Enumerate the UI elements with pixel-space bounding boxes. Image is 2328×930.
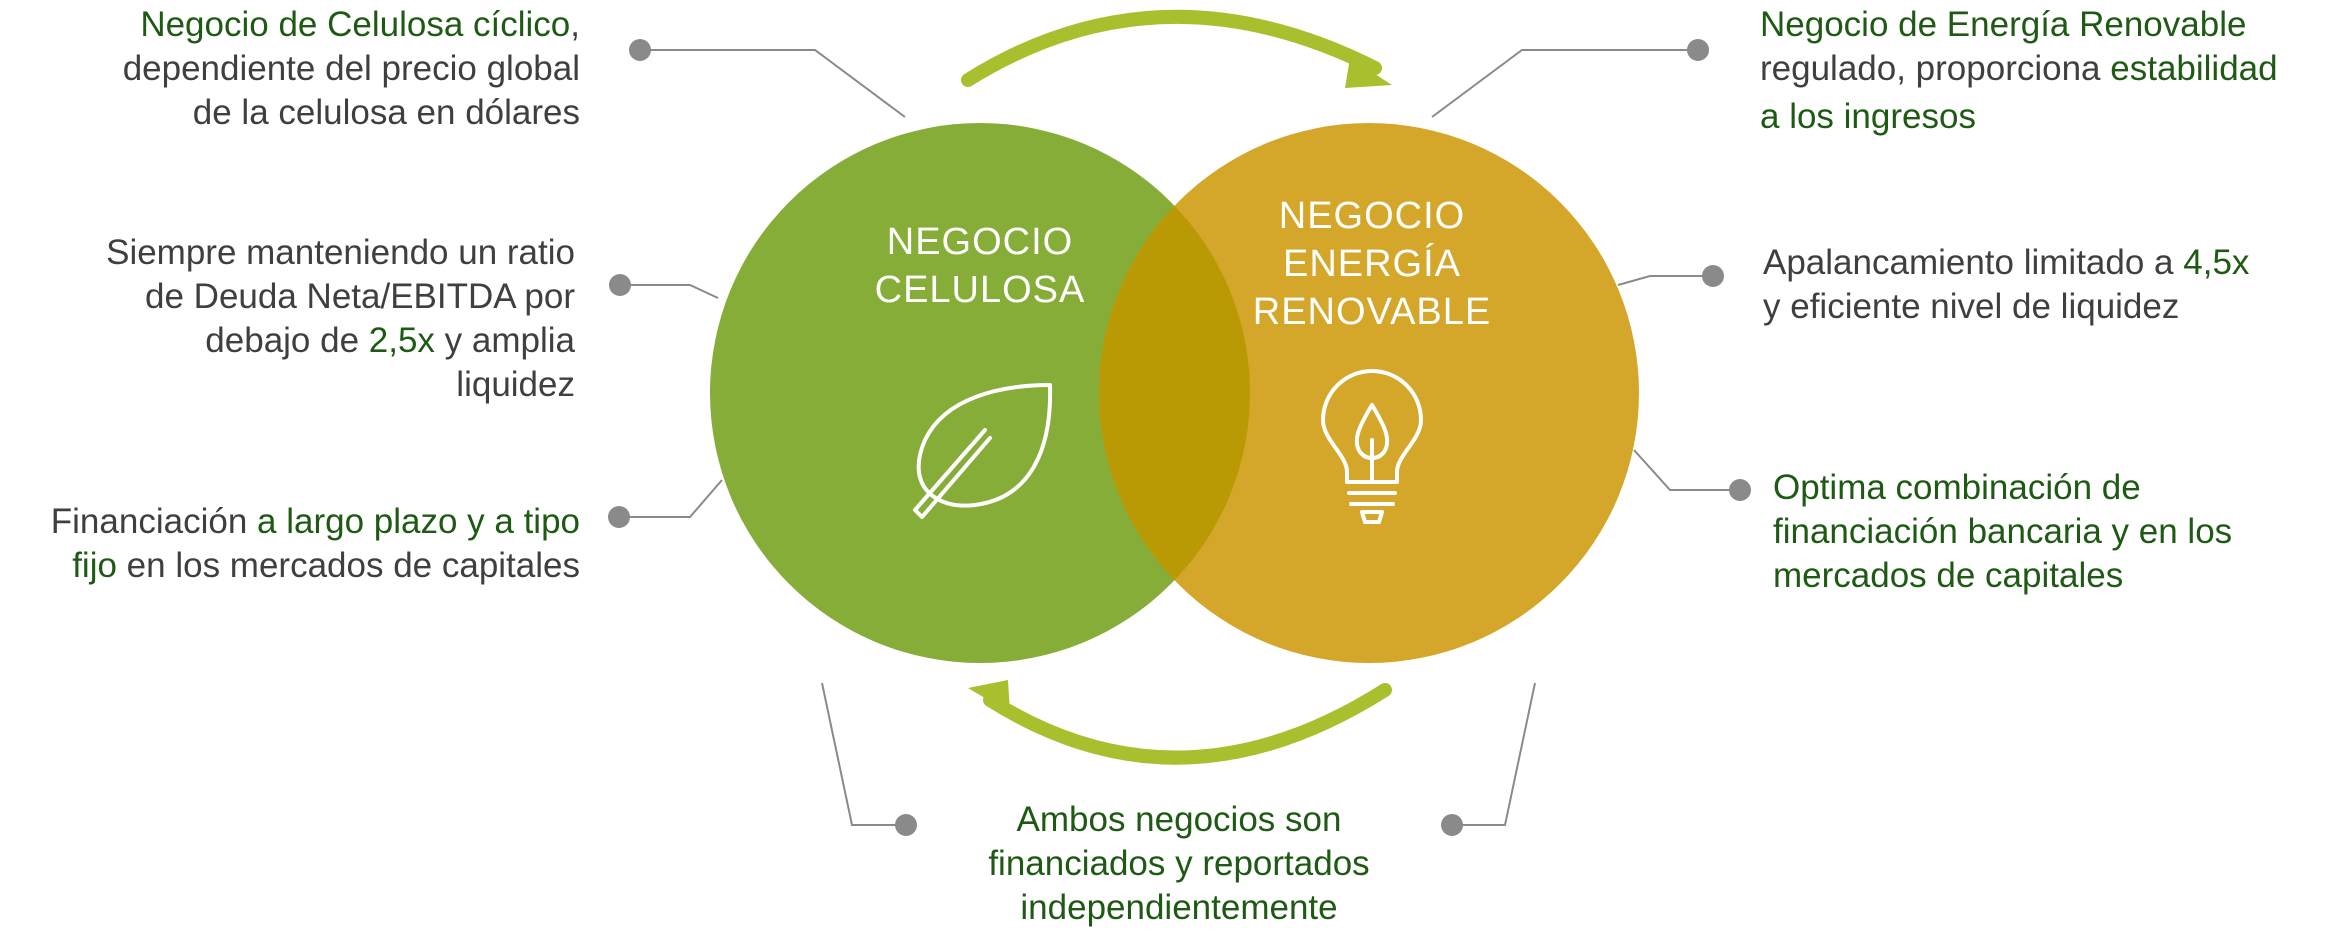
callout-low-right-line1: Optima combinación de — [1773, 468, 2141, 507]
callout-top-left-bold: Negocio de Celulosa cíclico — [140, 5, 571, 44]
celulosa-label-line1: NEGOCIO — [886, 221, 1074, 263]
callout-top-right: Negocio de Energía Renovable regulado, p… — [1760, 3, 2320, 139]
callout-top-right-line2-pre: regulado, proporciona — [1760, 49, 2111, 88]
callout-mid-right-ratio: 4,5x — [2183, 243, 2250, 282]
callout-top-left-line3: de la celulosa en dólares — [192, 93, 580, 132]
callout-low-left: Financiación a largo plazo y a tipo fijo… — [0, 500, 580, 588]
energia-label-line2: ENERGÍA — [1282, 243, 1462, 285]
connector-low-left — [608, 479, 723, 528]
top-cycle-arrow — [961, 9, 1392, 88]
callout-mid-left-line3-post: y amplia — [434, 321, 575, 360]
callout-low-right: Optima combinación de financiación banca… — [1773, 466, 2323, 598]
celulosa-label-line2: CELULOSA — [874, 269, 1086, 311]
callout-bottom-line3: independientemente — [1020, 888, 1338, 927]
callout-mid-left-line2: de Deuda Neta/EBITDA por — [145, 277, 575, 316]
callout-low-right-line3: mercados de capitales — [1773, 556, 2124, 595]
callout-bottom: Ambos negocios son financiados y reporta… — [924, 798, 1434, 930]
callout-mid-left-ratio: 2,5x — [368, 321, 435, 360]
energia-circle — [1099, 123, 1639, 663]
celulosa-circle-label: NEGOCIO CELULOSA — [830, 218, 1130, 314]
celulosa-circle — [710, 123, 1250, 663]
callout-mid-left-line4: liquidez — [456, 365, 575, 404]
callout-mid-left: Siempre manteniendo un ratio de Deuda Ne… — [0, 231, 575, 407]
connector-bottom-right — [1441, 682, 1536, 836]
bottom-cycle-arrow — [968, 680, 1392, 765]
connector-top-left — [629, 39, 906, 118]
connector-mid-left — [609, 274, 719, 299]
callout-top-right-bold: Negocio de Energía Renovable — [1760, 5, 2247, 44]
callout-top-right-line3: a los ingresos — [1760, 97, 1976, 136]
leaf-icon — [913, 383, 1053, 519]
lightbulb-icon — [1321, 369, 1423, 524]
callout-mid-right-line2: y eficiente nivel de liquidez — [1763, 287, 2180, 326]
callout-mid-left-line1: Siempre manteniendo un ratio — [106, 233, 575, 272]
callout-low-left-line1-bold: a largo plazo y a tipo — [257, 502, 580, 541]
callout-mid-right: Apalancamiento limitado a 4,5x y eficien… — [1763, 241, 2323, 329]
callout-top-left-line2: dependiente del precio global — [122, 49, 580, 88]
callout-mid-right-line1-pre: Apalancamiento limitado a — [1763, 243, 2184, 282]
callout-top-right-line2-bold: estabilidad — [2110, 49, 2278, 88]
connector-low-right — [1633, 449, 1751, 501]
energia-circle-label: NEGOCIO ENERGÍA RENOVABLE — [1222, 192, 1522, 336]
callout-low-left-line2-bold: fijo — [72, 546, 117, 585]
callout-mid-left-line3-pre: debajo de — [205, 321, 369, 360]
callout-low-left-line1-pre: Financiación — [50, 502, 258, 541]
energia-label-line3: RENOVABLE — [1252, 291, 1492, 333]
callout-bottom-line2: financiados y reportados — [988, 844, 1370, 883]
callout-bottom-line1: Ambos negocios son — [1016, 800, 1342, 839]
connector-bottom-left — [821, 682, 917, 836]
energia-label-line1: NEGOCIO — [1278, 195, 1466, 237]
callout-low-right-line2: financiación bancaria y en los — [1773, 512, 2233, 551]
callout-low-left-line2-post: en los mercados de capitales — [116, 546, 580, 585]
connector-mid-right — [1617, 265, 1724, 287]
callout-top-left: Negocio de Celulosa cíclico, dependiente… — [0, 3, 580, 135]
connector-top-right — [1431, 39, 1709, 118]
callout-top-left-punct: , — [570, 5, 580, 44]
